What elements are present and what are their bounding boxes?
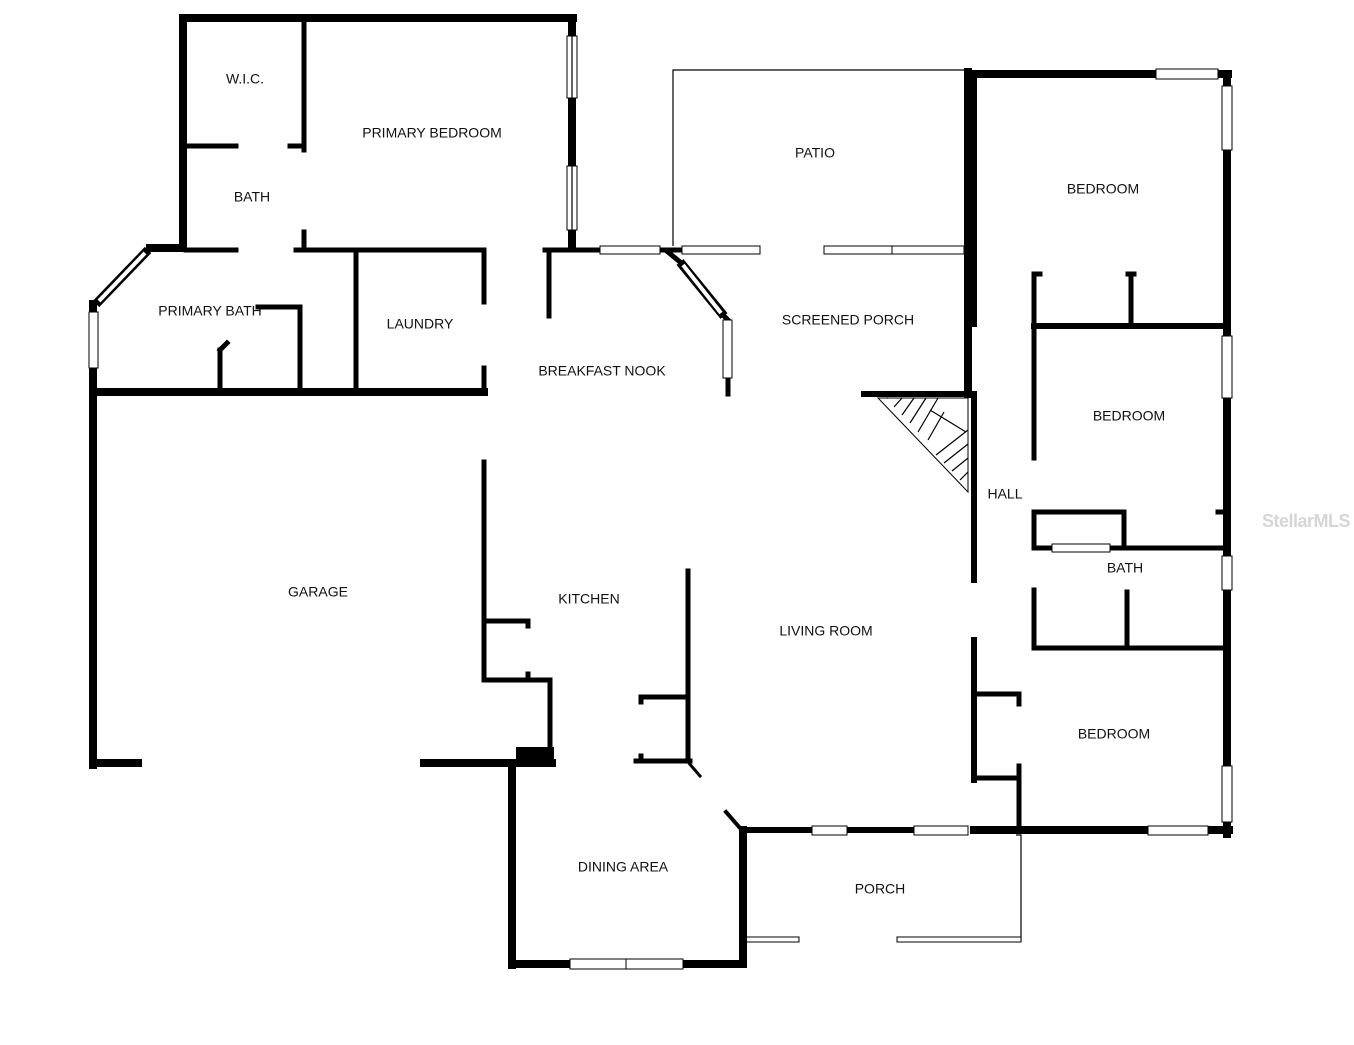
room-label-bedroom-ne: BEDROOM [1067,181,1139,197]
room-label-porch: PORCH [855,881,906,897]
room-label-laundry: LAUNDRY [387,316,454,332]
room-label-bath-primary: BATH [234,189,270,205]
room-labels: W.I.C. PRIMARY BEDROOM BATH PRIMARY BATH… [158,71,1165,897]
room-label-primary-bath: PRIMARY BATH [158,303,261,319]
room-label-primary-bedroom: PRIMARY BEDROOM [362,125,502,141]
patio-outline [672,69,967,246]
room-label-kitchen: KITCHEN [558,591,619,607]
room-label-screened-porch: SCREENED PORCH [782,312,914,328]
room-label-dining-area: DINING AREA [578,859,669,875]
walls [89,14,1233,969]
room-label-living-room: LIVING ROOM [779,623,872,639]
room-label-bedroom-e: BEDROOM [1093,408,1165,424]
windows [88,35,1233,970]
room-label-bedroom-se: BEDROOM [1078,726,1150,742]
room-label-breakfast-nook: BREAKFAST NOOK [538,363,666,379]
stairs [876,397,969,494]
room-label-bath-hall: BATH [1107,560,1143,576]
room-label-garage: GARAGE [288,584,348,600]
watermark: StellarMLS [1262,511,1351,531]
room-label-hall: HALL [987,486,1022,502]
room-label-wic: W.I.C. [226,71,264,87]
porch-outline [744,834,1022,943]
room-label-patio: PATIO [795,145,835,161]
